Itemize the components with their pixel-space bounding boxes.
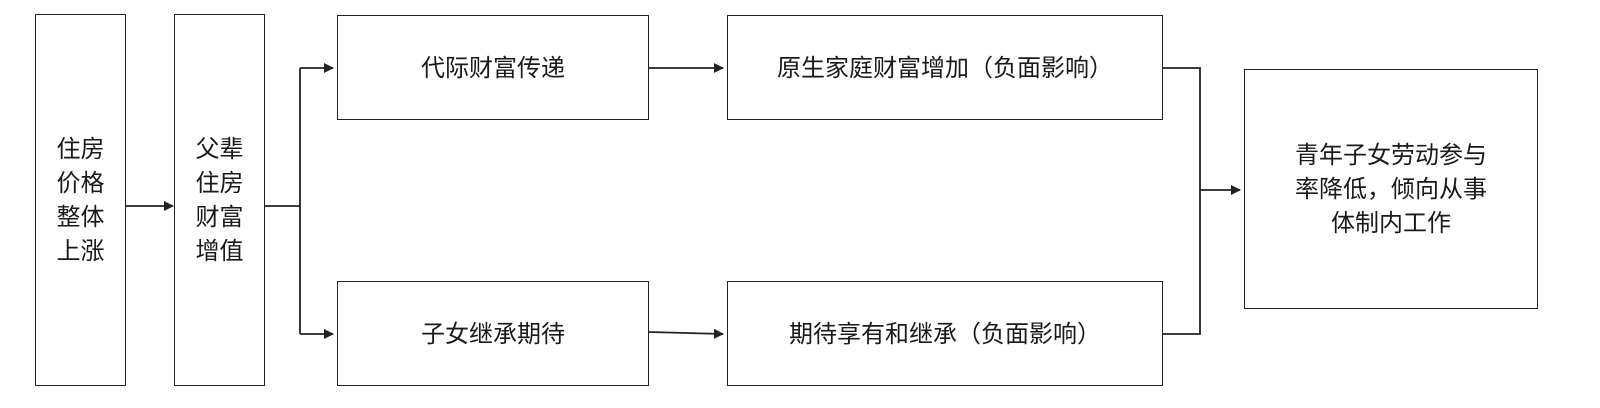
node-expect-enjoy: 期待享有和继承（负面影响） bbox=[727, 281, 1163, 386]
node-inherit-expect-label: 子女继承期待 bbox=[421, 319, 565, 348]
node-outcome: 青年子女劳动参与 率降低，倾向从事 体制内工作 bbox=[1244, 69, 1538, 309]
node-inherit-expect: 子女继承期待 bbox=[337, 281, 649, 386]
node-family-wealth: 原生家庭财富增加（负面影响） bbox=[727, 15, 1163, 120]
node-housing-price: 住房 价格 整体 上涨 bbox=[35, 14, 126, 386]
edge-family-to-merge bbox=[1163, 67, 1201, 190]
node-expect-enjoy-label: 期待享有和继承（负面影响） bbox=[789, 319, 1101, 348]
edge-enjoy-to-merge bbox=[1163, 190, 1201, 335]
node-outcome-label: 青年子女劳动参与 率降低，倾向从事 体制内工作 bbox=[1295, 141, 1487, 237]
node-parent-wealth-label: 父辈 住房 财富 增值 bbox=[195, 135, 244, 265]
node-intergen-transfer: 代际财富传递 bbox=[337, 15, 649, 120]
node-parent-wealth: 父辈 住房 财富 增值 bbox=[174, 14, 265, 386]
node-housing-price-label: 住房 价格 整体 上涨 bbox=[56, 135, 105, 265]
node-family-wealth-label: 原生家庭财富增加（负面影响） bbox=[777, 53, 1113, 82]
edge-inherit-to-enjoy bbox=[648, 328, 724, 339]
node-intergen-transfer-label: 代际财富传递 bbox=[421, 53, 565, 82]
